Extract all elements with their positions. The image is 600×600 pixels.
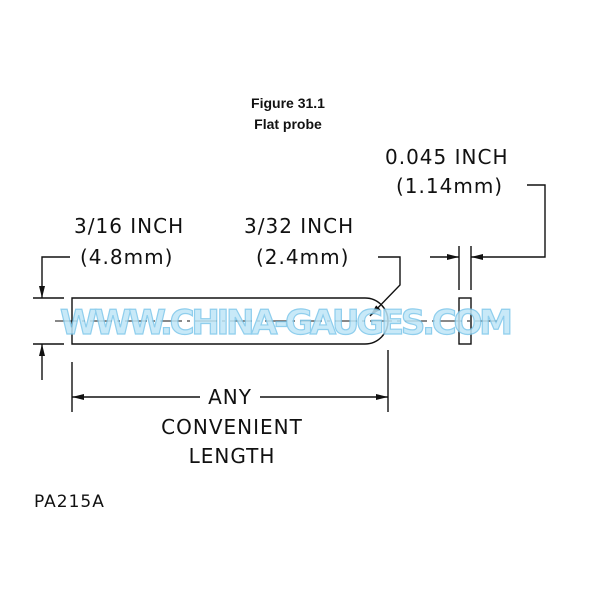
probe-side-view [458, 297, 472, 345]
width-mm-label: (4.8mm) [80, 245, 173, 269]
radius-mm-label: (2.4mm) [256, 245, 349, 269]
length-label-2: CONVENIENT [161, 415, 303, 439]
length-label-1: ANY [208, 385, 252, 409]
figure-number: Figure 31.1 [251, 95, 325, 111]
thickness-leader [471, 184, 546, 260]
figure-caption: Flat probe [254, 116, 322, 132]
thickness-inch-label: 0.045 INCH [385, 145, 508, 169]
length-label-3: LENGTH [189, 444, 276, 468]
width-inch-label: 3/16 INCH [74, 214, 184, 238]
watermark: WWW.CHINA-GAUGES.COM [60, 303, 512, 343]
drawing-id: PA215A [34, 492, 105, 512]
width-leader [39, 256, 70, 298]
radius-inch-label: 3/32 INCH [244, 214, 354, 238]
probe-outline [71, 297, 389, 345]
radius-leader [369, 256, 401, 317]
thickness-mm-label: (1.14mm) [396, 174, 503, 198]
